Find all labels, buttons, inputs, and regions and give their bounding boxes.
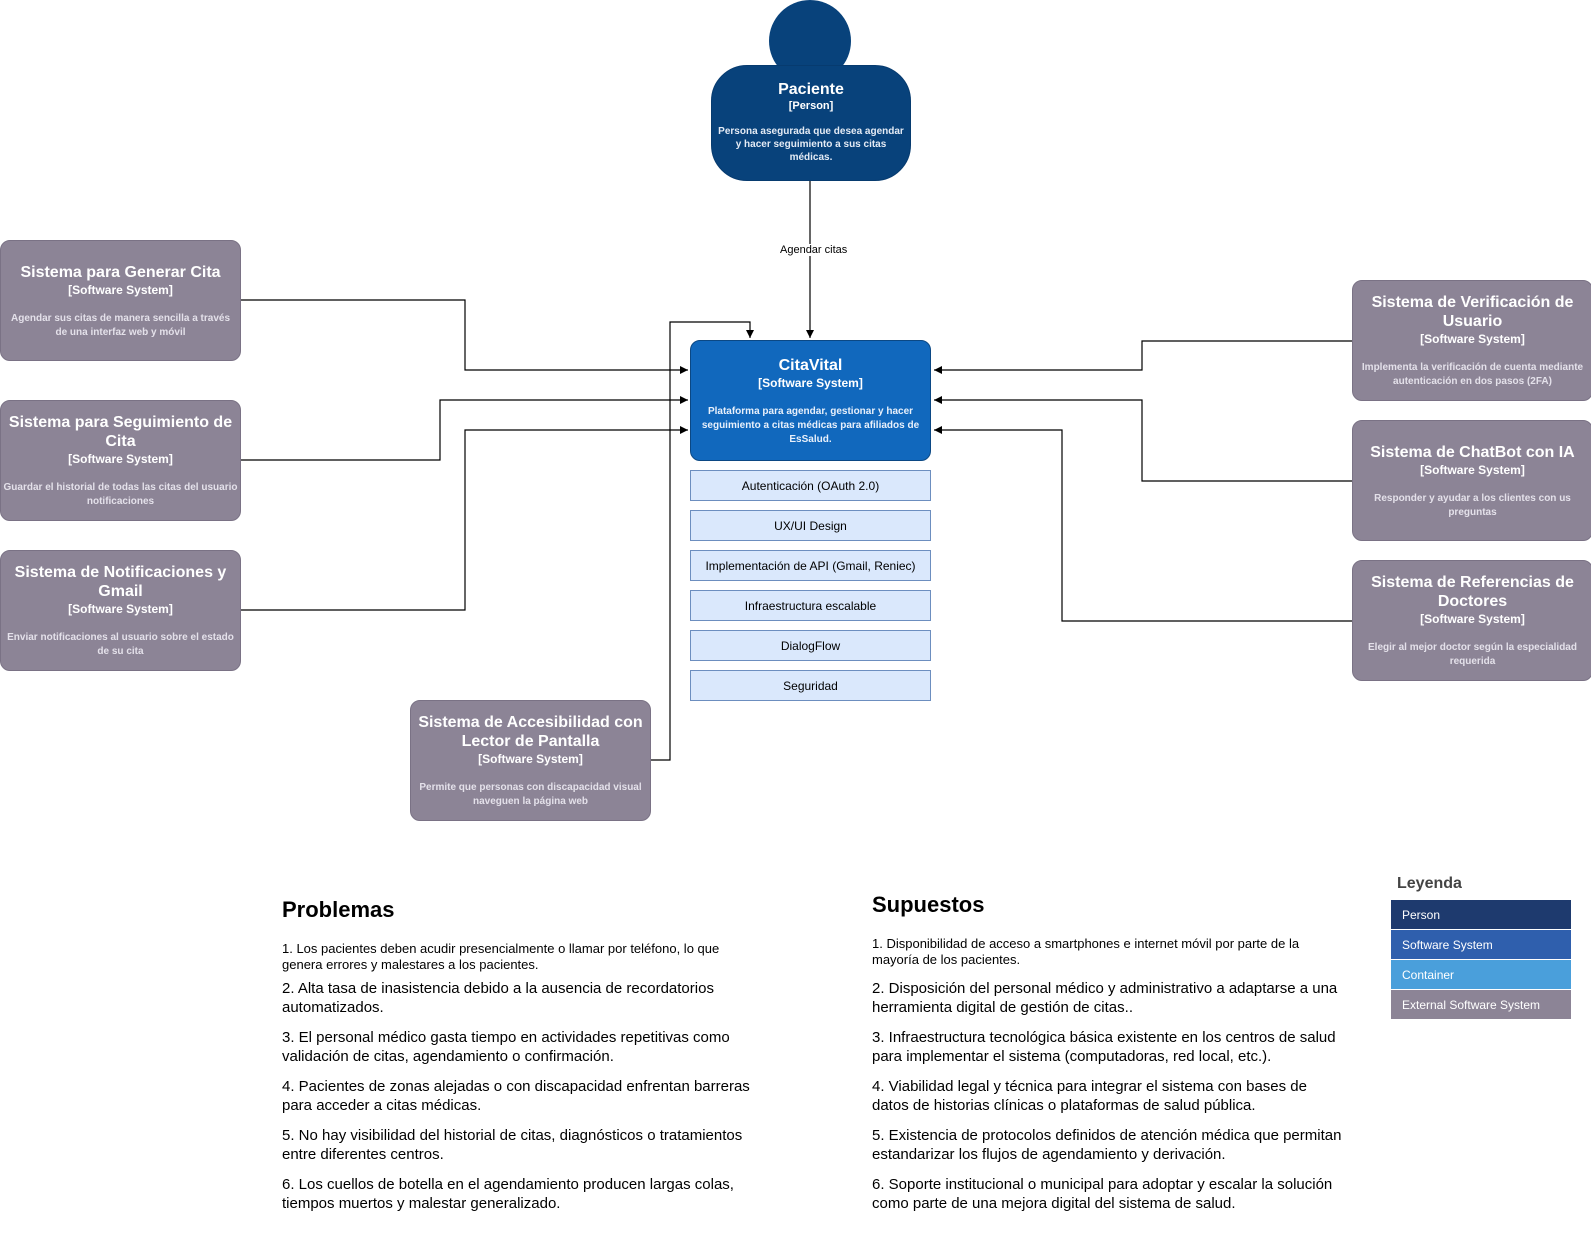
supuestos-section: Supuestos 1. Disponibilidad de acceso a …	[872, 892, 1342, 1213]
system-name: Sistema para Seguimiento de Cita	[8, 414, 233, 450]
system-type: [Software System]	[68, 452, 173, 466]
component-seguridad[interactable]: Seguridad	[690, 670, 931, 701]
edge-seguimiento	[240, 396, 688, 461]
system-description: Permite que personas con discapacidad vi…	[419, 782, 642, 807]
problema-item: 6. Los cuellos de botella en el agendami…	[282, 1176, 734, 1212]
system-notificaciones[interactable]: Sistema de Notificaciones y Gmail [Softw…	[0, 550, 241, 671]
system-type: [Software System]	[1420, 332, 1525, 346]
citavital-description: Plataforma para agendar, gestionar y hac…	[701, 406, 920, 445]
system-chatbot[interactable]: Sistema de ChatBot con IA [Software Syst…	[1352, 420, 1591, 541]
person-type: [Person]	[788, 100, 834, 112]
edge-generar	[240, 299, 688, 374]
system-name: Sistema de Accesibilidad con Lector de P…	[418, 714, 643, 750]
system-name: Sistema de ChatBot con IA	[1370, 444, 1575, 461]
problema-item: 4. Pacientes de zonas alejadas o con dis…	[282, 1078, 750, 1114]
system-description: Guardar el historial de todas las citas …	[3, 482, 238, 507]
edge-accesibilidad	[650, 321, 754, 761]
system-referencias[interactable]: Sistema de Referencias de Doctores [Soft…	[1352, 560, 1591, 681]
component-infraestructura[interactable]: Infraestructura escalable	[690, 590, 931, 621]
system-name: Sistema de Referencias de Doctores	[1371, 574, 1574, 610]
edge-chatbot	[934, 396, 1352, 482]
problemas-title: Problemas	[282, 897, 395, 922]
component-uxui[interactable]: UX/UI Design	[690, 510, 931, 541]
problema-item: 3. El personal médico gasta tiempo en ac…	[282, 1029, 730, 1065]
system-description: Elegir al mejor doctor según la especial…	[1368, 642, 1577, 667]
system-description: Implementa la verificación de cuenta med…	[1361, 362, 1584, 387]
system-citavital[interactable]: CitaVital [Software System] Plataforma p…	[690, 340, 931, 461]
system-description: Responder y ayudar a los clientes con us…	[1374, 493, 1571, 518]
system-type: [Software System]	[1420, 612, 1525, 626]
problema-item: 1. Los pacientes deben acudir presencial…	[282, 941, 720, 972]
supuesto-item: 6. Soporte institucional o municipal par…	[872, 1176, 1333, 1212]
edge-label-agendar: Agendar citas	[778, 244, 850, 256]
system-name: Sistema para Generar Cita	[20, 264, 221, 281]
component-autenticacion[interactable]: Autenticación (OAuth 2.0)	[690, 470, 931, 501]
problemas-section: Problemas 1. Los pacientes deben acudir …	[282, 897, 752, 1213]
edge-verificacion	[934, 340, 1352, 374]
citavital-type: [Software System]	[758, 376, 863, 390]
edge-notificaciones	[240, 426, 688, 611]
system-description: Agendar sus citas de manera sencilla a t…	[11, 313, 230, 338]
component-dialogflow[interactable]: DialogFlow	[690, 630, 931, 661]
person-paciente[interactable]: Paciente [Person] Persona asegurada que …	[711, 65, 911, 181]
legend-item-software-system: Software System	[1391, 930, 1571, 960]
system-description: Enviar notificaciones al usuario sobre e…	[7, 632, 234, 657]
system-type: [Software System]	[68, 283, 173, 297]
legend: Leyenda Person Software System Container…	[1391, 874, 1571, 1020]
problema-item: 2. Alta tasa de inasistencia debido a la…	[282, 980, 714, 1016]
problema-item: 5. No hay visibilidad del historial de c…	[282, 1127, 743, 1163]
legend-title: Leyenda	[1397, 875, 1462, 892]
legend-item-external-system: External Software System	[1391, 990, 1571, 1020]
supuesto-item: 2. Disposición del personal médico y adm…	[872, 980, 1338, 1016]
system-verificacion[interactable]: Sistema de Verificación de Usuario [Soft…	[1352, 280, 1591, 401]
system-seguimiento-cita[interactable]: Sistema para Seguimiento de Cita [Softwa…	[0, 400, 241, 521]
legend-item-person: Person	[1391, 900, 1571, 930]
system-type: [Software System]	[478, 752, 583, 766]
system-type: [Software System]	[1420, 463, 1525, 477]
system-name: Sistema de Verificación de Usuario	[1371, 294, 1574, 330]
component-api[interactable]: Implementación de API (Gmail, Reniec)	[690, 550, 931, 581]
supuesto-item: 5. Existencia de protocolos definidos de…	[872, 1127, 1342, 1163]
supuesto-item: 4. Viabilidad legal y técnica para integ…	[872, 1078, 1307, 1114]
supuesto-item: 3. Infraestructura tecnológica básica ex…	[872, 1029, 1336, 1065]
system-accesibilidad[interactable]: Sistema de Accesibilidad con Lector de P…	[410, 700, 651, 821]
supuestos-title: Supuestos	[872, 892, 985, 917]
legend-item-container: Container	[1391, 960, 1571, 990]
person-description: Persona asegurada que desea agendar y ha…	[718, 126, 904, 163]
system-name: Sistema de Notificaciones y Gmail	[14, 564, 227, 600]
supuesto-item: 1. Disponibilidad de acceso a smartphone…	[872, 936, 1300, 967]
citavital-name: CitaVital	[778, 357, 843, 374]
system-type: [Software System]	[68, 602, 173, 616]
person-name: Paciente	[778, 81, 844, 98]
system-generar-cita[interactable]: Sistema para Generar Cita [Software Syst…	[0, 240, 241, 361]
edge-referencias	[934, 426, 1352, 622]
